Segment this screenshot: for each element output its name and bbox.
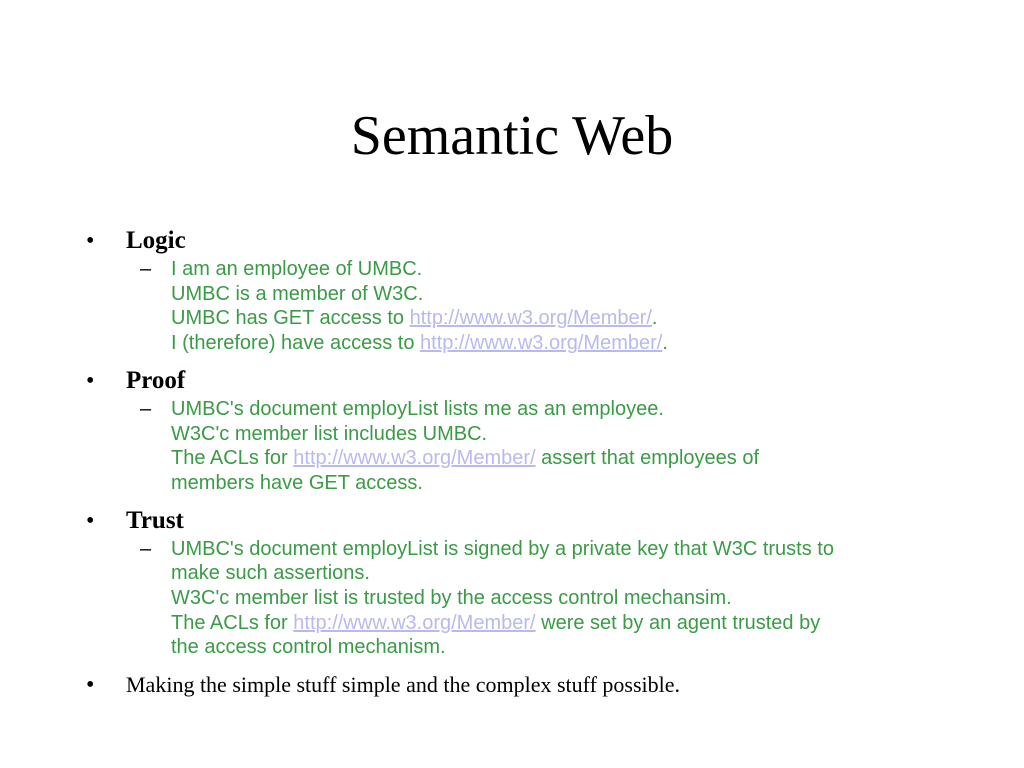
bullet-dot-icon: •	[86, 507, 95, 534]
text-line: members have GET access.	[171, 471, 423, 494]
sub-bullet-text: UMBC's document employList lists me as a…	[171, 397, 956, 496]
text-line: the access control mechanism.	[171, 636, 446, 659]
slide-title: Semantic Web	[350, 105, 674, 167]
member-link[interactable]: http://www.w3.org/Member/	[409, 307, 652, 330]
member-link[interactable]: http://www.w3.org/Member/	[293, 611, 536, 634]
text-line: UMBC is a member of W3C.	[171, 282, 424, 305]
dash-icon: –	[140, 258, 152, 280]
dash-icon: –	[140, 397, 152, 420]
text-line: UMBC's document employList lists me as a…	[171, 397, 664, 420]
bullet-proof: • Proof – UMBC's document employList lis…	[86, 365, 956, 496]
bullet-logic: • Logic – I am an employee of UMBC. UMBC…	[86, 225, 956, 356]
sub-bullet-proof: – UMBC's document employList lists me as…	[126, 397, 956, 496]
text-line: I (therefore) have access to http://www.…	[171, 332, 668, 355]
text-line: make such assertions.	[171, 562, 370, 585]
member-link[interactable]: http://www.w3.org/Member/	[293, 447, 536, 470]
text-line: The ACLs for http://www.w3.org/Member/ a…	[171, 447, 760, 470]
slide-content: • Logic – I am an employee of UMBC. UMBC…	[86, 225, 956, 710]
text-line: UMBC's document employList is signed by …	[171, 537, 834, 560]
bullet-trust: • Trust – UMBC's document employList is …	[86, 505, 956, 661]
bullet-dot-icon: •	[86, 672, 95, 699]
bullet-closing: • Making the simple stuff simple and the…	[86, 669, 956, 701]
bullet-dot-icon: •	[86, 228, 95, 254]
bullet-label: Making the simple stuff simple and the c…	[126, 672, 681, 698]
bullet-label: Trust	[126, 506, 184, 534]
member-link[interactable]: http://www.w3.org/Member/	[420, 332, 663, 355]
sub-bullet-trust: – UMBC's document employList is signed b…	[126, 537, 956, 661]
bullet-label: Logic	[126, 227, 186, 254]
text-line: UMBC has GET access to http://www.w3.org…	[171, 307, 658, 330]
dash-icon: –	[140, 537, 152, 560]
bullet-dot-icon: •	[86, 367, 95, 394]
sub-bullet-logic: – I am an employee of UMBC. UMBC is a me…	[126, 257, 956, 356]
bullet-label: Proof	[126, 366, 186, 394]
text-line: I am an employee of UMBC.	[171, 258, 423, 280]
sub-bullet-text: I am an employee of UMBC. UMBC is a memb…	[171, 257, 956, 356]
text-line: W3C'c member list includes UMBC.	[171, 422, 488, 445]
text-line: The ACLs for http://www.w3.org/Member/ w…	[171, 611, 821, 634]
text-line: W3C'c member list is trusted by the acce…	[171, 587, 732, 610]
sub-bullet-text: UMBC's document employList is signed by …	[171, 537, 956, 661]
